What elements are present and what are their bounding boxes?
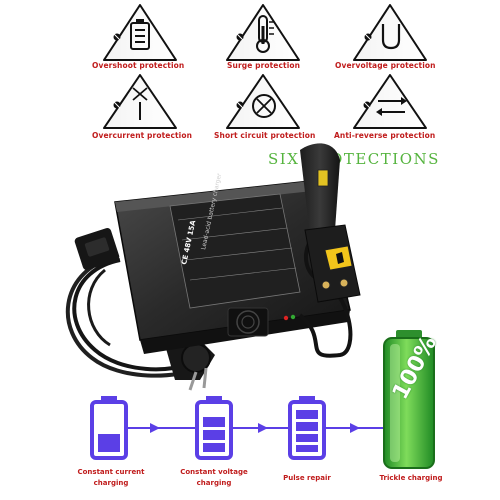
protection-label-overcurrent: Overcurrent protection <box>92 131 193 140</box>
flow-arrow-icon <box>150 423 160 433</box>
protection-icons-panel <box>103 4 427 129</box>
protection-label-surge: Surge protection <box>227 61 301 70</box>
flow-arrow-icon <box>350 423 360 433</box>
stage-label-line: Constant voltage <box>180 468 248 476</box>
overshoot-protection-icon <box>103 4 177 61</box>
stage-label-constant-current: Constant current charging <box>72 467 150 489</box>
stage-label-line: Trickle charging <box>379 474 443 482</box>
anti-reverse-protection-icon <box>353 74 427 129</box>
stage-label-line: charging <box>196 479 232 487</box>
iec-connector <box>74 228 120 270</box>
charger-body <box>114 179 351 354</box>
short-circuit-protection-icon <box>226 74 300 129</box>
surge-protection-icon <box>226 4 300 61</box>
protection-label-overvoltage: Overvoltage protection <box>335 61 436 70</box>
dc-output-cable <box>298 233 353 358</box>
protection-label-overshoot: Overshoot protection <box>92 61 185 70</box>
battery-constant-current <box>90 396 128 460</box>
charger-product-image: Lead-acid battery charger CE 48V 15A <box>65 143 361 391</box>
battery-constant-voltage <box>195 396 233 460</box>
stage-label-trickle-charging: Trickle charging <box>376 473 446 484</box>
protection-label-anti-reverse: Anti-reverse protection <box>334 131 436 140</box>
stage-label-line: Constant current <box>77 468 145 476</box>
overvoltage-protection-icon <box>353 4 427 61</box>
battery-pulse-repair <box>288 396 326 460</box>
charging-handle <box>300 143 361 303</box>
protection-label-short-circuit: Short circuit protection <box>214 131 316 140</box>
flow-arrow-icon <box>258 423 268 433</box>
ac-power-cable <box>65 256 206 378</box>
charging-stages-panel <box>90 330 435 469</box>
stage-label-constant-voltage: Constant voltage charging <box>174 467 254 489</box>
stage-label-line: charging <box>93 479 129 487</box>
battery-full-green <box>383 330 435 469</box>
stage-label-pulse-repair: Pulse repair <box>272 473 342 484</box>
overcurrent-protection-icon <box>103 74 177 129</box>
stage-label-line: Pulse repair <box>283 474 331 482</box>
